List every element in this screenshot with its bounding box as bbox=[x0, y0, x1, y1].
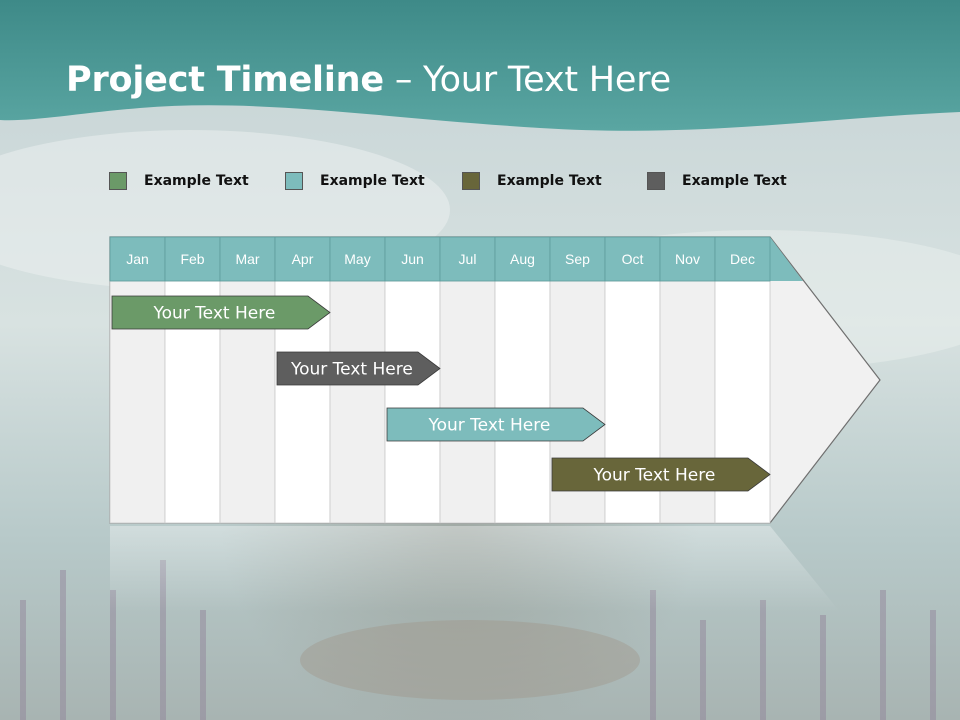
task-bar bbox=[276, 351, 441, 386]
month-column bbox=[329, 280, 386, 524]
timeline-reflection bbox=[110, 526, 840, 612]
month-header-cell bbox=[109, 236, 166, 282]
title-bold: Project Timeline bbox=[66, 60, 384, 100]
title-subtitle: – Your Text Here bbox=[383, 60, 672, 100]
month-label: Feb bbox=[180, 251, 204, 267]
month-header-cell bbox=[219, 236, 276, 282]
month-column bbox=[494, 280, 551, 524]
month-label: Aug bbox=[510, 251, 535, 267]
task-label: Your Text Here bbox=[427, 416, 550, 436]
month-column bbox=[384, 280, 441, 524]
month-label: Dec bbox=[730, 251, 755, 267]
month-header-cell bbox=[494, 236, 551, 282]
task-bar bbox=[386, 407, 606, 442]
header-arrow-tip bbox=[770, 237, 803, 281]
month-label: May bbox=[344, 251, 370, 267]
task-bar bbox=[111, 295, 331, 330]
slide-title: Project Timeline – Your Text Here bbox=[66, 60, 671, 100]
legend-swatch-teal bbox=[285, 172, 303, 190]
legend-label: Example Text bbox=[682, 173, 787, 189]
month-header-cell bbox=[439, 236, 496, 282]
legend-item: Example Text bbox=[109, 170, 249, 192]
month-header-cell bbox=[549, 236, 606, 282]
task-bar bbox=[551, 457, 771, 492]
legend-swatch-olive bbox=[462, 172, 480, 190]
month-header-cell bbox=[329, 236, 386, 282]
legend-item: Example Text bbox=[285, 170, 425, 192]
month-label: Apr bbox=[292, 251, 314, 267]
task-label: Your Text Here bbox=[592, 466, 715, 486]
month-column bbox=[439, 280, 496, 524]
month-header-cell bbox=[714, 236, 771, 282]
month-label: Jul bbox=[459, 251, 477, 267]
legend-label: Example Text bbox=[497, 173, 602, 189]
legend-label: Example Text bbox=[320, 173, 425, 189]
legend-item: Example Text bbox=[647, 170, 787, 192]
month-label: Sep bbox=[565, 251, 590, 267]
month-header-cell bbox=[164, 236, 221, 282]
task-label: Your Text Here bbox=[152, 304, 275, 324]
month-label: Mar bbox=[235, 251, 259, 267]
month-label: Nov bbox=[675, 251, 700, 267]
month-header-cell bbox=[384, 236, 441, 282]
month-header-cell bbox=[659, 236, 716, 282]
legend-label: Example Text bbox=[144, 173, 249, 189]
legend-item: Example Text bbox=[462, 170, 602, 192]
month-label: Jun bbox=[401, 251, 424, 267]
month-label: Jan bbox=[126, 251, 149, 267]
legend-swatch-gray bbox=[647, 172, 665, 190]
month-header-cell bbox=[604, 236, 661, 282]
legend-swatch-green bbox=[109, 172, 127, 190]
task-label: Your Text Here bbox=[290, 360, 413, 380]
month-label: Oct bbox=[622, 251, 644, 267]
